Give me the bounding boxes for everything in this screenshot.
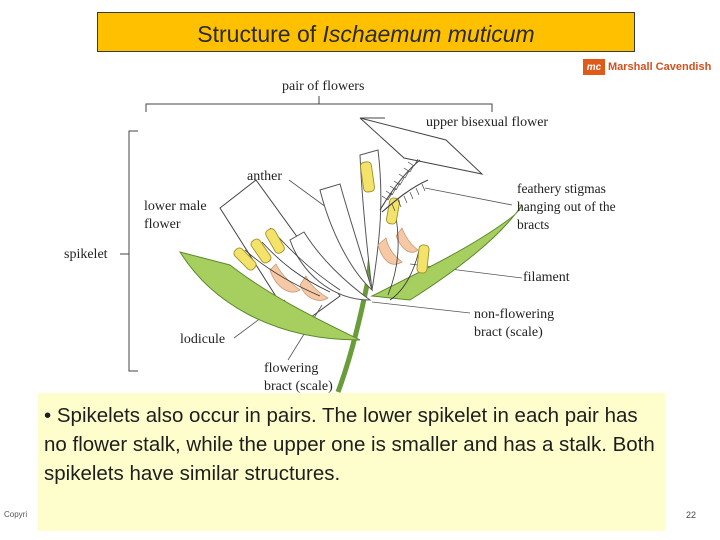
spikelet-bracket: [120, 131, 138, 371]
label-upper-bisexual-flower: upper bisexual flower: [426, 114, 548, 132]
label-lodicule: lodicule: [180, 331, 225, 349]
label-pair-of-flowers: pair of flowers: [282, 78, 364, 96]
flowering-bract-shape: [180, 252, 360, 340]
label-lower-male-flower: lower male flower: [144, 198, 207, 234]
label-anther: anther: [247, 168, 282, 186]
feathery-stigmas: [380, 159, 428, 212]
page-number: 22: [686, 510, 696, 520]
label-flowering-bract: flowering bract (scale): [264, 360, 333, 396]
pair-of-flowers-bracket: [146, 96, 492, 112]
label-feathery-stigmas: feathery stigmas hanging out of the brac…: [517, 180, 616, 234]
copyright-text: Copyri: [4, 510, 27, 519]
label-filament: filament: [523, 269, 570, 287]
label-spikelet: spikelet: [64, 246, 108, 264]
label-non-flowering-bract: non-flowering bract (scale): [474, 306, 554, 342]
footer: Copyri 22: [0, 500, 720, 540]
stem-and-bracts: [180, 150, 522, 392]
